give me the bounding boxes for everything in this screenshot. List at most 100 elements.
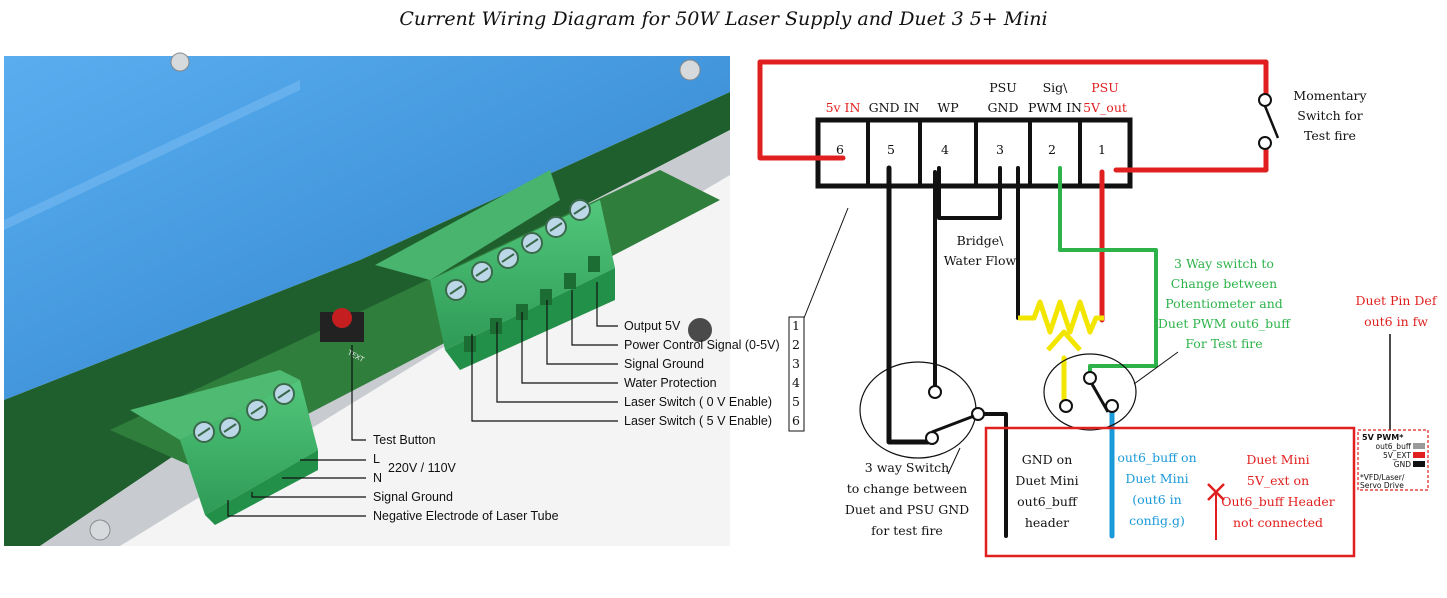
terminal-header-line1: Sig\ bbox=[1043, 80, 1069, 95]
three-way-pot-label-line: 3 Way switch to bbox=[1174, 256, 1274, 271]
terminal-pin-number: 6 bbox=[836, 142, 844, 157]
mains-voltage-label: 220V / 110V bbox=[388, 461, 457, 475]
screw-slot bbox=[223, 423, 237, 433]
callout-pointer-line bbox=[803, 207, 849, 319]
screw-slot bbox=[573, 205, 587, 215]
screw-slot bbox=[277, 389, 291, 399]
red-wire-test-fire bbox=[757, 59, 1269, 161]
callout-number: 3 bbox=[792, 356, 800, 371]
terminal-pin-number: 4 bbox=[941, 142, 949, 157]
terminal-header-line2: 5V_out bbox=[1083, 100, 1127, 115]
three-way-pot-label-line: Duet PWM out6_buff bbox=[1158, 316, 1291, 331]
screw-slot bbox=[449, 285, 463, 295]
gnd-duet-label-line: Duet Mini bbox=[1015, 473, 1078, 488]
terminal-opening bbox=[464, 336, 476, 352]
wires bbox=[757, 59, 1269, 539]
not-connected-mark bbox=[1207, 483, 1225, 540]
terminal-header-line2: 5v IN bbox=[826, 100, 861, 115]
bridge-label-line: Water Flow bbox=[944, 253, 1017, 268]
pin-def-note-1: *VFD/Laser/ bbox=[1360, 473, 1405, 482]
out6-duet-label-line: out6_buff on bbox=[1117, 450, 1196, 465]
screw-slot bbox=[549, 222, 563, 232]
screw-slot bbox=[250, 405, 264, 415]
terminal-header-line1: PSU bbox=[989, 80, 1017, 95]
bridge-label-line: Bridge\ bbox=[957, 233, 1005, 248]
three-way-gnd-label-line: for test fire bbox=[871, 523, 943, 538]
momentary-label-line: Test fire bbox=[1304, 128, 1356, 143]
momentary-switch bbox=[1258, 93, 1280, 150]
duet-5v-label-line: Out6_buff Header bbox=[1221, 494, 1335, 509]
pin-def-row-color bbox=[1413, 452, 1425, 458]
three-way-pot-label-line: Potentiometer and bbox=[1165, 296, 1283, 311]
red-wire-5v-out bbox=[1113, 145, 1269, 173]
screw-slot bbox=[525, 238, 539, 248]
gnd-duet-label-line: header bbox=[1025, 515, 1069, 530]
terminal-opening bbox=[564, 273, 576, 289]
pin-def-row-color bbox=[1413, 461, 1425, 467]
callout-leaders bbox=[227, 282, 618, 517]
pin-def-note-2: Servo Drive bbox=[1360, 481, 1404, 490]
callout-number: 4 bbox=[792, 375, 800, 390]
diagram-title: Current Wiring Diagram for 50W Laser Sup… bbox=[399, 8, 1048, 30]
three-way-switch-gnd bbox=[859, 361, 985, 475]
duet-5v-label-line: 5V_ext on bbox=[1247, 473, 1309, 488]
test-button-label: Test Button bbox=[373, 433, 436, 447]
mains-l-label: L bbox=[373, 452, 380, 466]
three-way-switch-pwm bbox=[1043, 351, 1179, 431]
duet-5v-label-line: not connected bbox=[1233, 515, 1323, 530]
duet-pin-def bbox=[1357, 334, 1429, 491]
callout-label: Laser Switch ( 5 V Enable) bbox=[624, 414, 772, 428]
three-way-gnd-label-line: Duet and PSU GND bbox=[845, 502, 969, 517]
terminal-pin-number: 1 bbox=[1098, 142, 1106, 157]
momentary-label-line: Momentary bbox=[1293, 88, 1367, 103]
callout-number: 6 bbox=[792, 413, 800, 428]
three-way-pot-label-line: For Test fire bbox=[1185, 336, 1262, 351]
terminal-pin-number: 5 bbox=[887, 142, 895, 157]
terminal-pin-number: 3 bbox=[996, 142, 1004, 157]
duet-5v-label-line: Duet Mini bbox=[1246, 452, 1309, 467]
callout-label: Laser Switch ( 0 V Enable) bbox=[624, 395, 772, 409]
callout-label: Power Control Signal (0-5V) bbox=[624, 338, 780, 352]
callout-label: Signal Ground bbox=[624, 357, 704, 371]
callout-number: 5 bbox=[792, 394, 800, 409]
out6-duet-label-line: (out6 in bbox=[1132, 492, 1181, 507]
out6-duet-label-line: config.g) bbox=[1129, 513, 1185, 528]
screw-slot bbox=[475, 267, 489, 277]
terminal-opening bbox=[588, 256, 600, 272]
out6-duet-label-line: Duet Mini bbox=[1125, 471, 1188, 486]
black-wire-duet-gnd bbox=[982, 412, 1008, 538]
duet-header-box bbox=[984, 426, 1356, 558]
potentiometer bbox=[1018, 299, 1104, 352]
signal-ground-label: Signal Ground bbox=[373, 490, 453, 504]
mains-terminal-block bbox=[130, 370, 318, 525]
callout-number-box bbox=[788, 316, 805, 432]
three-way-gnd-label-line: to change between bbox=[847, 481, 967, 496]
callout-number: 1 bbox=[792, 318, 800, 333]
green-wire-pwm bbox=[1058, 166, 1158, 378]
terminal-header-line2: GND IN bbox=[869, 100, 920, 115]
pin-def-row-label: out6_buff bbox=[1376, 442, 1412, 451]
terminal-opening bbox=[540, 289, 552, 305]
pin-def-row-label: 5V_EXT bbox=[1383, 451, 1411, 460]
momentary-label-line: Switch for bbox=[1297, 108, 1362, 123]
terminal-header-line1: PSU bbox=[1091, 80, 1119, 95]
callout-label: Output 5V bbox=[624, 319, 681, 333]
screw-slot bbox=[197, 427, 211, 437]
terminal-opening bbox=[490, 318, 502, 334]
terminal-header-line2: GND bbox=[988, 100, 1019, 115]
screw-slot bbox=[501, 253, 515, 263]
black-wire-wp bbox=[937, 166, 1002, 220]
terminal-header-line2: WP bbox=[937, 100, 958, 115]
pin-def-label-line: Duet Pin Def bbox=[1356, 293, 1438, 308]
psu-terminal-block bbox=[815, 117, 1133, 189]
three-way-pot-label-line: Change between bbox=[1171, 276, 1277, 291]
terminal-header-line2: PWM IN bbox=[1028, 100, 1082, 115]
callout-number: 2 bbox=[792, 337, 800, 352]
pin-def-title: 5V PWM* bbox=[1362, 433, 1404, 442]
pin-def-row-color bbox=[1413, 443, 1425, 449]
psu-photo: TEXT bbox=[4, 52, 730, 546]
pin-def-row-label: GND bbox=[1394, 460, 1411, 469]
mains-n-label: N bbox=[373, 471, 382, 485]
gnd-duet-label-line: GND on bbox=[1022, 452, 1073, 467]
